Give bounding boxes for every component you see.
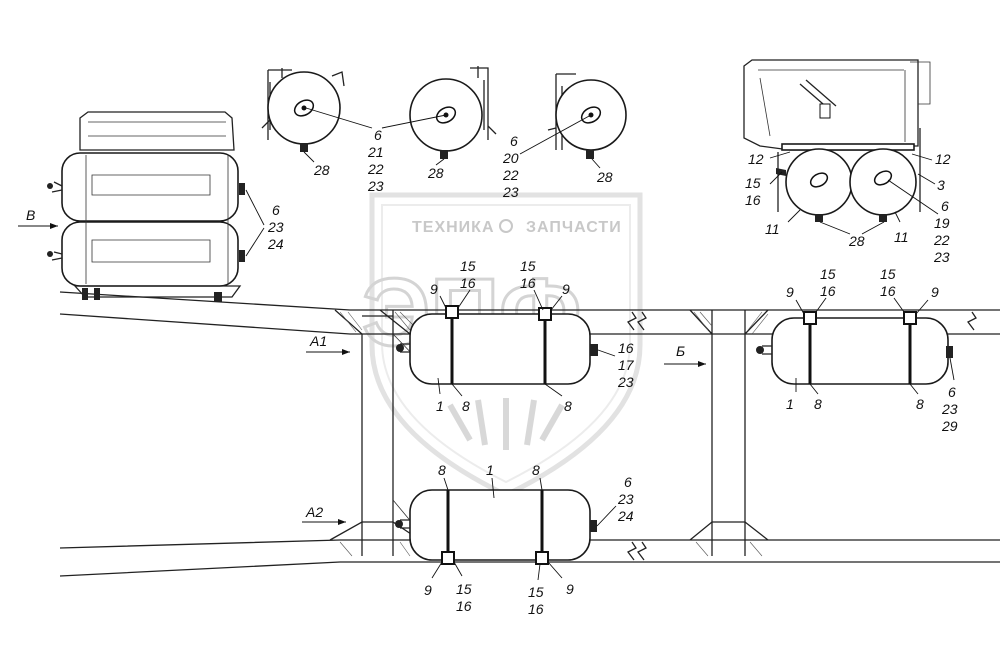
callout-number: 6 (941, 198, 949, 214)
callout-number: 8 (814, 396, 822, 412)
callout-number: 21 (367, 144, 384, 160)
end-view-tank-2 (409, 66, 497, 159)
callout-number: 28 (848, 233, 865, 249)
callout-number: 15 (745, 175, 761, 191)
callout-number: В (26, 207, 35, 223)
callout-number: 6 (510, 133, 518, 149)
callout-number: 16 (880, 283, 896, 299)
callout-number: 1 (486, 462, 494, 478)
callout-number: 16 (456, 598, 472, 614)
view-arrow-b: В (18, 207, 58, 229)
callout-number: Б (676, 343, 685, 359)
receiver-tank-b (756, 311, 953, 385)
callout-number: 23 (367, 178, 384, 194)
callout-number: 6 (272, 202, 280, 218)
gear-icon (499, 219, 513, 233)
callout-number: 9 (786, 284, 794, 300)
callout-left-group: 6 23 24 (245, 189, 284, 257)
callout-number: 8 (462, 398, 470, 414)
callout-number: 19 (934, 215, 950, 231)
watermark-text-left: ТЕХНИКА (412, 219, 495, 236)
callout-number: 9 (562, 281, 570, 297)
callout-number: 23 (617, 374, 634, 390)
callout-number: 1 (436, 398, 444, 414)
callout-a1: 9 15 16 15 16 9 16 17 23 1 8 8 (430, 258, 635, 414)
callout-number: 8 (532, 462, 540, 478)
watermark-text-right: ЗАПЧАСТИ (526, 219, 622, 236)
receiver-tank-a1 (396, 305, 598, 385)
callout-number: 15 (528, 584, 544, 600)
callout-number: 17 (618, 357, 635, 373)
callout-number: 8 (564, 398, 572, 414)
end-view-tank-1 (261, 68, 345, 152)
view-arrow-a2: А2 (302, 504, 346, 525)
callout-number: 16 (618, 340, 634, 356)
callout-number: 16 (528, 601, 544, 617)
callout-number: 22 (367, 161, 384, 177)
callout-number: 23 (933, 249, 950, 265)
callout-top-2: 6 20 22 23 28 (502, 114, 613, 200)
callout-number: 9 (424, 582, 432, 598)
callout-number: 28 (427, 165, 444, 181)
view-arrow-a1: А1 (306, 333, 350, 355)
callout-number: 6 (624, 474, 632, 490)
callout-number: 11 (765, 221, 780, 237)
callout-number: 9 (430, 281, 438, 297)
callout-number: 29 (941, 418, 958, 434)
callout-number: 12 (748, 151, 764, 167)
view-arrow-bv: Б (664, 343, 706, 367)
callout-number: 3 (937, 177, 945, 193)
callout-number: 28 (596, 169, 613, 185)
callout-number: 6 (374, 127, 382, 143)
callout-number: 8 (438, 462, 446, 478)
callout-number: 15 (456, 581, 472, 597)
receiver-tank-a2 (395, 489, 597, 565)
callout-top-1: 6 21 22 23 28 28 (303, 107, 447, 194)
callout-number: 23 (502, 184, 519, 200)
callout-number: А2 (305, 504, 323, 520)
end-view-tank-3 (547, 73, 627, 159)
callout-number: 15 (460, 258, 476, 274)
callout-number: 15 (520, 258, 536, 274)
callout-number: 16 (520, 275, 536, 291)
callout-number: 16 (745, 192, 761, 208)
callout-number: 22 (933, 232, 950, 248)
callout-number: 8 (916, 396, 924, 412)
callout-number: 23 (267, 219, 284, 235)
callout-number: 20 (502, 150, 519, 166)
callout-number: 1 (786, 396, 794, 412)
callout-number: 9 (566, 581, 574, 597)
callout-number: А1 (309, 333, 327, 349)
callout-number: 11 (894, 229, 909, 245)
callout-number: 22 (502, 167, 519, 183)
callout-number: 16 (460, 275, 476, 291)
callout-a2: 8 1 8 6 23 24 9 15 16 15 16 9 (424, 462, 634, 617)
callout-number: 23 (941, 401, 958, 417)
callout-number: 12 (935, 151, 951, 167)
callout-number: 16 (820, 283, 836, 299)
top-right-assembly (743, 59, 931, 222)
view-b-tank-stack (47, 111, 245, 302)
callout-b: 9 15 16 15 16 9 1 8 8 6 23 29 (786, 266, 958, 434)
callout-number: 15 (820, 266, 836, 282)
callout-number: 24 (617, 508, 634, 524)
callout-number: 23 (617, 491, 634, 507)
wheat-icon (447, 398, 565, 450)
callout-number: 24 (267, 236, 284, 252)
callout-number: 9 (931, 284, 939, 300)
callout-number: 6 (948, 384, 956, 400)
callout-number: 28 (313, 162, 330, 178)
chassis-frame (59, 291, 1000, 577)
callout-top-right: 12 12 3 15 16 11 28 11 6 19 22 23 (745, 151, 951, 265)
callout-number: 15 (880, 266, 896, 282)
